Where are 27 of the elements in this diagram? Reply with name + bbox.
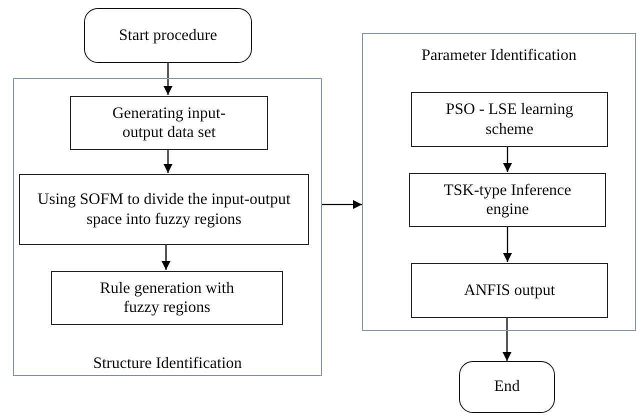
arrow	[162, 244, 170, 270]
process-box	[19, 174, 309, 245]
process-box	[411, 92, 608, 147]
box-text: Using SOFM to divide the input-output space into fuzzy regions	[36, 190, 292, 229]
terminator-box	[84, 8, 252, 63]
process-box	[51, 271, 283, 325]
process-box	[70, 96, 268, 150]
arrow	[322, 200, 362, 209]
box-text: TSK-type Inference engine	[442, 180, 572, 220]
arrow	[503, 226, 512, 262]
group-title: Parameter Identification	[420, 46, 578, 66]
box-text: Rule generation with fuzzy regions	[98, 278, 236, 318]
arrow	[164, 63, 172, 95]
group-title: Structure Identification	[92, 354, 243, 373]
process-box	[409, 173, 606, 227]
process-box	[411, 263, 608, 318]
arrow	[503, 146, 512, 172]
box-text: ANFIS output	[462, 280, 556, 300]
box-text: PSO - LSE learning scheme	[444, 100, 574, 139]
terminator-box	[459, 361, 555, 413]
group-frame	[362, 33, 636, 331]
group-frame	[13, 78, 322, 376]
box-text: End	[493, 377, 521, 397]
box-text: Start procedure	[118, 26, 218, 46]
arrow	[164, 149, 172, 173]
arrow	[502, 317, 512, 361]
box-text: Generating input-output data set	[111, 104, 227, 142]
